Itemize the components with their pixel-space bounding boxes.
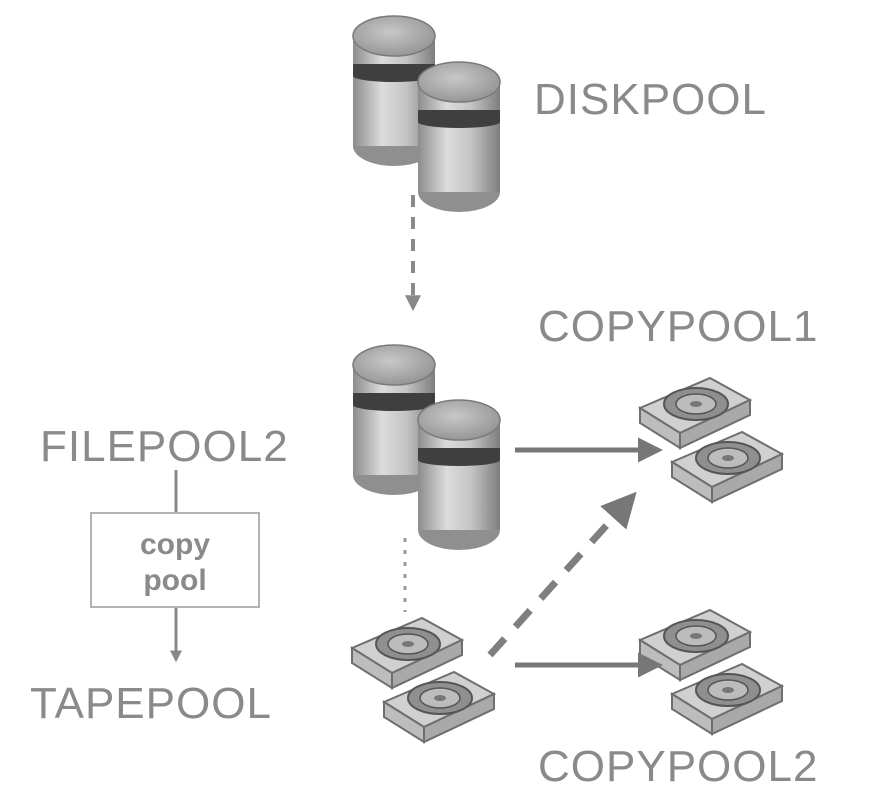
copy-pool-box: copy pool: [90, 512, 260, 608]
tapepool-label: TAPEPOOL: [30, 679, 272, 728]
copypool2-label: COPYPOOL2: [538, 742, 819, 791]
copypool1-label: COPYPOOL1: [538, 302, 819, 351]
filepool2-label: FILEPOOL2: [40, 422, 289, 471]
tapepool-tape-icon: [351, 617, 495, 743]
copypool2-tape-icon: [639, 609, 783, 735]
tapepool-to-copypool1-dashed-arrow: [487, 491, 637, 658]
diskpool-label: DISKPOOL: [534, 75, 767, 124]
diskpool-icon: [352, 15, 501, 213]
copy-pool-line1: copy: [139, 528, 211, 561]
copypool1-tape-icon: [639, 377, 783, 503]
copy-pool-line2: pool: [143, 564, 207, 597]
filepool2-disk-icon: [352, 344, 501, 551]
